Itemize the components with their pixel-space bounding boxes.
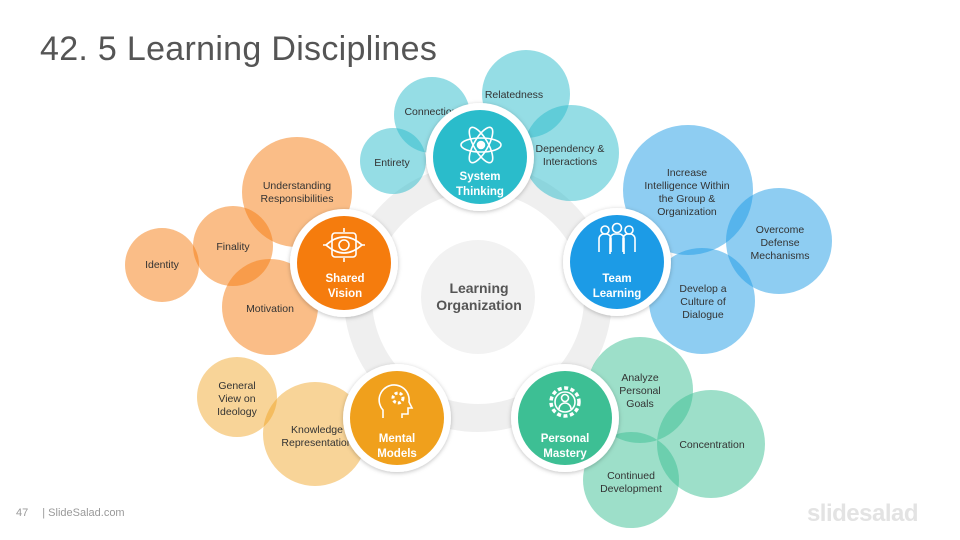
footer: 47 | SlideSalad.com [16,507,131,519]
center-circle [421,240,535,354]
bubble-entirety [360,128,426,194]
page-number: 47 [16,507,29,519]
atom-icon [460,126,502,164]
bubble-identity [125,228,199,302]
bubble-concentration [657,390,765,498]
bubble-overcome [726,188,832,294]
slide-title: 42. 5 Learning Disciplines [40,30,438,68]
bubble-text-concentration: Concentration [679,439,745,451]
bubble-continued [583,432,679,528]
bubble-text-relatedness: Relatedness [485,89,543,101]
bubble-text-identity: Identity [145,259,180,271]
bubble-text-motivation: Motivation [246,303,294,315]
bubble-text-entirety: Entirety [374,157,410,169]
gear-person-icon [549,386,581,418]
node-shared-vision [290,209,398,317]
mental-models-bubbles [197,357,367,486]
head-gear-icon [378,384,414,418]
bubble-dependency [523,105,619,201]
brand-logo: slidesalad [806,500,919,527]
bubble-text-connection: Connection [404,106,457,118]
node-team-learning [563,208,671,316]
bubble-general [197,357,277,437]
team-learning-bubbles [623,125,832,354]
footer-site: | SlideSalad.com [42,507,125,519]
eye-icon [323,228,365,262]
node-mental-models [343,364,451,472]
bubble-develop [649,248,755,354]
bubble-text-dependency: Dependency &Interactions [536,143,605,168]
node-personal-mastery [511,364,619,472]
bubble-increase [623,125,753,255]
bubble-text-finality: Finality [216,241,250,253]
team-icon [598,222,636,254]
bubble-knowledge [263,382,367,486]
personal-mastery-bubbles [583,337,765,528]
